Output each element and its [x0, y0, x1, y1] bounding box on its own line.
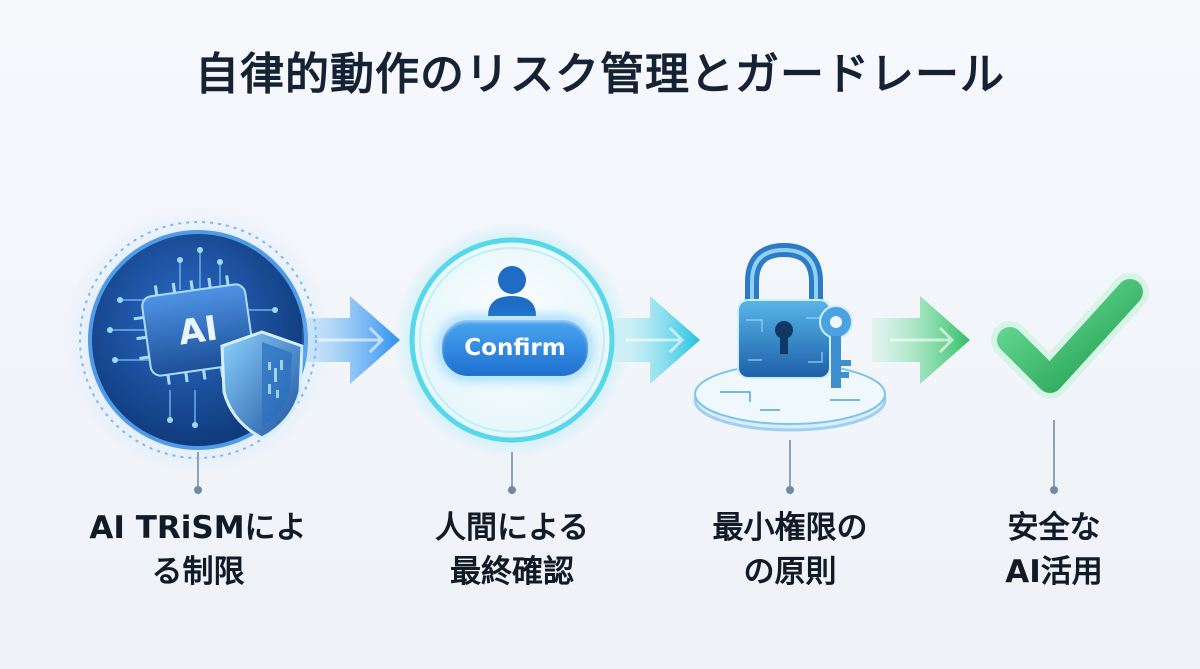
checkmark-icon — [991, 273, 1149, 399]
arrow-right-icon — [872, 296, 970, 384]
key-icon — [819, 305, 853, 388]
ai-chip-shield-icon: AI — [63, 205, 333, 475]
connector-lines — [194, 420, 1058, 494]
arrow-right-icon — [614, 296, 700, 384]
confirm-button[interactable]: Confirm — [440, 318, 590, 378]
step-label-trism: AI TRiSMによ る制限 — [89, 510, 307, 590]
shield-icon — [220, 330, 304, 440]
arrow-right-icon — [302, 296, 400, 384]
step-label-safe-ai: 安全な AI活用 — [1005, 510, 1103, 590]
user-icon — [488, 266, 536, 316]
chip-text: AI — [176, 308, 220, 353]
page-title: 自律的動作のリスク管理とガードレール — [195, 49, 1005, 100]
padlock-key-icon — [693, 242, 887, 432]
step-label-least-privilege: 最小権限の の原則 — [712, 510, 868, 590]
step-label-human-confirm: 人間による 最終確認 — [434, 510, 590, 590]
